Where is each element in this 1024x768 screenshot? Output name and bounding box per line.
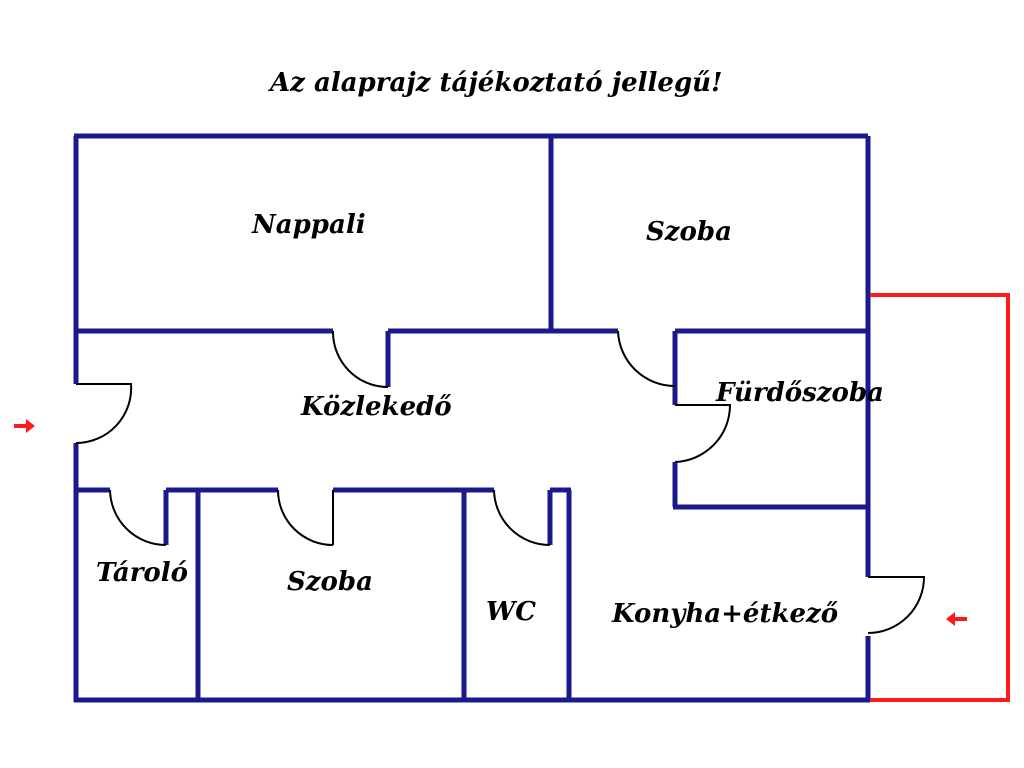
door-szoba-top <box>617 330 676 387</box>
walkway-outline <box>870 293 1010 702</box>
door-wc <box>493 489 551 546</box>
door-furdoszoba <box>674 404 732 463</box>
outer-walls <box>73 133 871 703</box>
room-label-wc: WC <box>486 597 536 627</box>
entrance-walkway <box>870 293 1010 702</box>
interior-walls <box>74 136 868 702</box>
arrow-left-icon <box>946 612 967 626</box>
room-label-kozlekedo: Közlekedő <box>301 392 452 422</box>
door-entrance-left <box>75 383 133 445</box>
room-label-nappali: Nappali <box>252 210 366 240</box>
door-nappali <box>331 330 389 388</box>
room-label-szoba-top: Szoba <box>646 217 732 247</box>
entrance-arrows <box>14 419 967 626</box>
door-entrance-right <box>867 576 926 634</box>
room-label-szoba-bottom: Szoba <box>287 567 373 597</box>
room-label-konyha: Konyha+étkező <box>612 599 839 629</box>
door-tarolo <box>109 489 167 546</box>
arrow-right-icon <box>14 419 35 433</box>
door-szoba-bottom <box>277 489 334 546</box>
plan-disclaimer-title: Az alaprajz tájékoztató jellegű! <box>270 68 723 98</box>
room-label-furdoszoba: Fürdőszoba <box>716 378 884 408</box>
room-label-tarolo: Tároló <box>96 558 188 588</box>
door-swings <box>75 330 926 634</box>
